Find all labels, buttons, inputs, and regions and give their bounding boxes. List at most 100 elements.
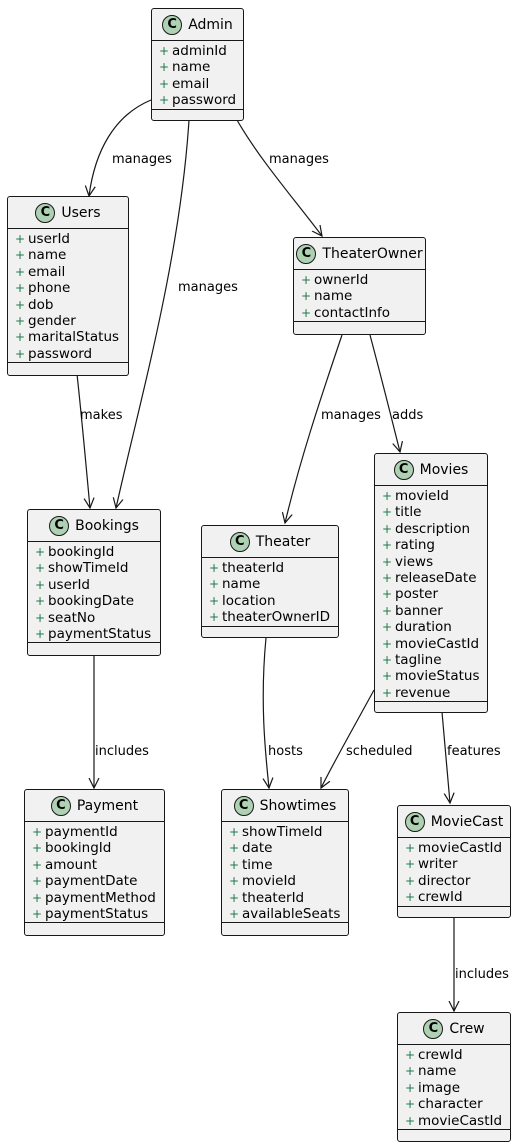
edge-label-admin-bookings: manages — [178, 280, 238, 295]
class-header: C Theater — [202, 526, 338, 558]
visibility-public-icon: + — [32, 906, 43, 921]
class-name: Users — [61, 204, 101, 221]
visibility-public-icon: + — [405, 841, 416, 855]
attribute: +movieId — [382, 488, 450, 504]
attribute: +paymentStatus — [32, 905, 149, 922]
visibility-public-icon: + — [229, 857, 240, 872]
attribute-list: +theaterId +name +location +theaterOwner… — [202, 558, 338, 627]
attribute: +contactInfo — [301, 304, 391, 321]
attribute: +releaseDate — [382, 569, 477, 586]
visibility-public-icon: + — [382, 538, 393, 553]
visibility-public-icon: + — [405, 1048, 416, 1062]
visibility-public-icon: + — [35, 545, 46, 559]
attribute: +paymentStatus — [35, 625, 152, 642]
class-name: Admin — [188, 16, 233, 33]
class-payment[interactable]: C Payment +paymentId +bookingId +amount … — [24, 789, 165, 936]
attribute: +availableSeats — [229, 905, 341, 922]
attribute: +revenue — [382, 684, 451, 701]
attribute-list: +userId +name +email +phone +dob +gender… — [8, 229, 128, 364]
edge-theaterowner-movies: adds — [369, 334, 423, 452]
class-header: C Showtimes — [222, 790, 348, 822]
visibility-public-icon: + — [32, 890, 43, 905]
visibility-public-icon: + — [229, 841, 240, 856]
attribute: +name — [159, 59, 211, 76]
edge-label-admin-users: manages — [112, 152, 172, 167]
visibility-public-icon: + — [229, 906, 240, 921]
attribute: +userId — [15, 231, 70, 247]
edge-label-theaterowner-theater: manages — [321, 408, 381, 423]
class-crew[interactable]: C Crew +crewId +name +image +character +… — [397, 1012, 511, 1142]
edge-label-movies-showtimes: scheduled — [346, 744, 413, 759]
attribute: +theaterOwnerID — [209, 609, 331, 626]
class-admin[interactable]: C Admin +adminId +name +email +password — [151, 8, 244, 121]
edge-admin-theaterowner: manages — [236, 119, 329, 236]
attribute: +crewId — [405, 889, 463, 906]
class-moviecast[interactable]: C MovieCast +movieCastId +writer +direct… — [397, 805, 511, 918]
attribute: +adminId — [159, 43, 227, 59]
visibility-public-icon: + — [35, 561, 46, 576]
visibility-public-icon: + — [159, 93, 170, 108]
attribute: +bookingDate — [35, 593, 135, 610]
visibility-public-icon: + — [15, 248, 26, 263]
class-movies[interactable]: C Movies +movieId +title +description +r… — [374, 453, 488, 713]
attribute: +movieCastId — [382, 635, 480, 652]
visibility-public-icon: + — [382, 489, 393, 503]
attribute: +paymentDate — [32, 873, 138, 890]
visibility-public-icon: + — [159, 60, 170, 75]
attribute: +date — [229, 840, 273, 857]
visibility-public-icon: + — [35, 626, 46, 641]
attribute: +email — [159, 75, 210, 92]
class-header: C Users — [8, 197, 128, 229]
method-section — [375, 702, 487, 710]
attribute: +password — [159, 92, 237, 109]
method-section — [202, 627, 338, 635]
attribute: +character — [405, 1096, 483, 1113]
class-badge-icon: C — [49, 515, 70, 536]
visibility-public-icon: + — [382, 636, 393, 651]
class-theater[interactable]: C Theater +theaterId +name +location +th… — [201, 525, 339, 638]
attribute: +bookingId — [35, 544, 115, 560]
attribute-list: +ownerId +name +contactInfo — [294, 270, 425, 323]
method-section — [398, 1130, 510, 1138]
edge-admin-users: manages — [89, 99, 172, 196]
edge-movies-showtimes: scheduled — [321, 689, 413, 788]
class-header: C Payment — [25, 790, 164, 822]
edge-moviecast-crew: includes — [454, 917, 509, 1011]
class-theaterowner[interactable]: C TheaterOwner +ownerId +name +contactIn… — [293, 237, 426, 335]
visibility-public-icon: + — [405, 1113, 416, 1128]
edge-label-admin-theaterowner: manages — [269, 152, 329, 167]
attribute-list: +movieId +title +description +rating +vi… — [375, 486, 487, 703]
visibility-public-icon: + — [382, 587, 393, 602]
visibility-public-icon: + — [209, 610, 220, 625]
edge-bookings-payment: includes — [94, 656, 149, 788]
class-name: Crew — [449, 1020, 485, 1037]
class-name: Payment — [76, 797, 139, 814]
attribute: +movieCastId — [405, 1112, 503, 1129]
visibility-public-icon: + — [382, 652, 393, 667]
class-badge-icon: C — [233, 795, 254, 816]
visibility-public-icon: + — [382, 505, 393, 520]
class-bookings[interactable]: C Bookings +bookingId +showTimeId +userI… — [27, 509, 161, 656]
visibility-public-icon: + — [32, 874, 43, 889]
method-section — [398, 907, 510, 915]
attribute-list: +bookingId +showTimeId +userId +bookingD… — [28, 542, 160, 644]
attribute: +title — [382, 504, 422, 521]
visibility-public-icon: + — [405, 890, 416, 905]
class-badge-icon: C — [50, 795, 71, 816]
method-section — [25, 923, 164, 931]
visibility-public-icon: + — [382, 669, 393, 684]
class-badge-icon: C — [35, 202, 56, 223]
edge-users-bookings: makes — [76, 373, 123, 508]
visibility-public-icon: + — [405, 857, 416, 872]
attribute: +name — [301, 288, 353, 305]
visibility-public-icon: + — [35, 577, 46, 592]
visibility-public-icon: + — [35, 594, 46, 609]
attribute: +description — [382, 520, 471, 537]
class-showtimes[interactable]: C Showtimes +showTimeId +date +time +mov… — [221, 789, 349, 936]
attribute: +image — [405, 1079, 461, 1096]
class-users[interactable]: C Users +userId +name +email +phone +dob… — [7, 196, 129, 376]
class-header: C MovieCast — [398, 806, 510, 838]
visibility-public-icon: + — [159, 76, 170, 91]
visibility-public-icon: + — [229, 825, 240, 839]
visibility-public-icon: + — [15, 297, 26, 312]
